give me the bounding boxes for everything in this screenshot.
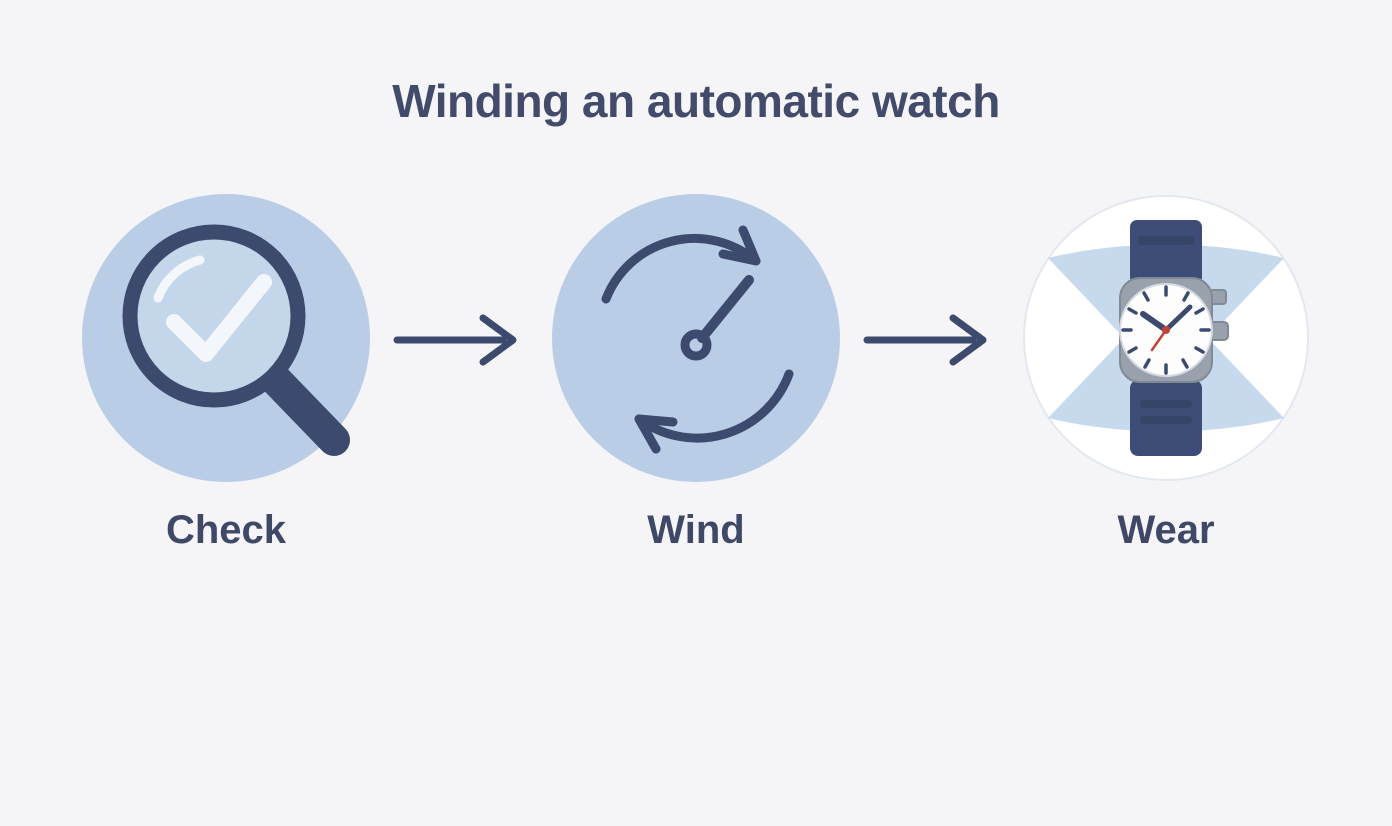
diagram-canvas: Winding an automatic watch Check <box>0 74 1392 826</box>
magnifier-check-svg <box>82 194 370 482</box>
watch-body <box>1119 220 1229 456</box>
dial-ticks <box>1121 285 1211 375</box>
wristwatch-svg <box>1023 195 1309 481</box>
second-hand <box>1150 328 1168 352</box>
arrow-head <box>949 314 987 366</box>
watch-strap-top <box>1130 220 1202 284</box>
page-title: Winding an automatic watch <box>392 75 1000 127</box>
process-flow: Check <box>0 194 1392 553</box>
strap-bottom-stitch-1 <box>1140 400 1192 408</box>
top-arc-arrowhead <box>718 225 761 266</box>
circular-arrows-icon <box>552 194 840 482</box>
gauge-needle-icon <box>680 275 754 361</box>
top-arc <box>601 234 761 304</box>
strap-bottom-stitch-2 <box>1140 416 1192 424</box>
step-label-wear: Wear <box>1117 508 1215 552</box>
flow-arrow-icon <box>840 310 1022 370</box>
step-label-wind: Wind <box>647 508 745 552</box>
lens-highlight <box>153 255 205 303</box>
right-arrow-icon <box>863 314 987 366</box>
step-wind: Wind <box>552 194 840 553</box>
hour-hand <box>1140 311 1169 333</box>
wristwatch-icon <box>1022 194 1310 482</box>
step-check: Check <box>82 194 370 553</box>
step-label-check: Check <box>165 508 287 552</box>
rotation-arrows-icon <box>601 225 794 454</box>
minute-hand <box>1163 304 1193 333</box>
watch-hands <box>1140 304 1193 352</box>
bottom-arc <box>634 369 794 443</box>
circular-arrows-svg <box>552 194 840 482</box>
magnifier-handle <box>260 364 350 456</box>
arrow-head <box>479 314 517 366</box>
magnifying-glass-icon <box>122 224 350 456</box>
hands-center-dot <box>1162 326 1170 334</box>
right-arrow-icon <box>393 314 517 366</box>
flow-arrow-icon <box>370 310 552 370</box>
checkmark-icon <box>166 274 272 362</box>
needle <box>697 275 754 343</box>
magnifier-lens <box>122 224 306 408</box>
needle-pivot <box>680 329 712 361</box>
bottom-arc-arrowhead <box>634 414 678 454</box>
strap-top-stitch <box>1138 236 1194 245</box>
step-wear: Wear <box>1022 194 1310 553</box>
magnifier-check-icon <box>82 194 370 482</box>
